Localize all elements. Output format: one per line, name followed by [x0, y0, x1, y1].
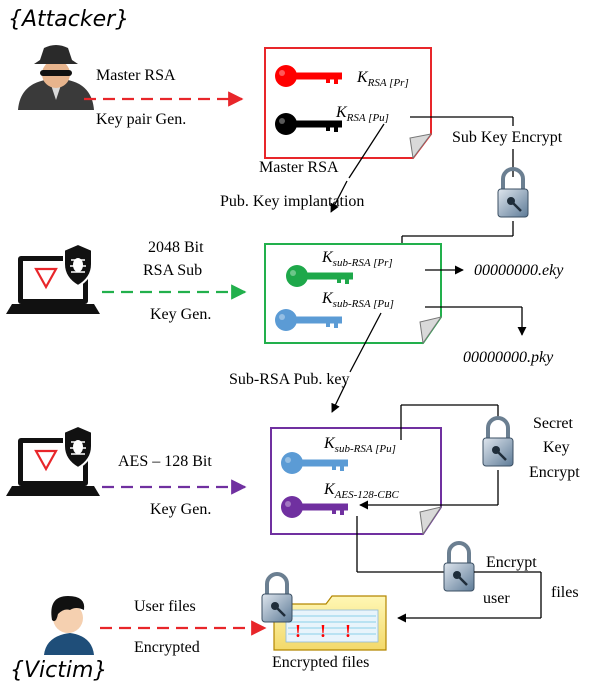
victim-text-2: Encrypted [134, 639, 200, 656]
master-rsa-gen-text-2: Key pair Gen. [96, 111, 186, 128]
master-private-key-label: KRSA [Pr] [356, 69, 409, 89]
encrypt-text-1: Encrypt [486, 554, 537, 571]
master-rsa-gen-text-1: Master RSA [96, 67, 176, 84]
master-rsa-impl-text-2: Pub. Key implantation [220, 193, 364, 210]
sub-key-encrypt-label: Sub Key Encrypt [452, 129, 563, 146]
victim-icon [44, 596, 94, 655]
sub-gen-text-3: Key Gen. [150, 306, 211, 323]
svg-text:!: ! [320, 621, 326, 641]
aes-gen-text-1: AES – 128 Bit [118, 453, 212, 470]
master-rsa-impl-text-1: Master RSA [259, 159, 339, 176]
master-key-box [264, 47, 432, 159]
sub-gen-text-2: RSA Sub [143, 262, 202, 279]
encrypted-files-icon: ! ! ! [273, 595, 387, 651]
aes-gen-text-2: Key Gen. [150, 501, 211, 518]
eky-file-label: 00000000.eky [474, 262, 564, 279]
encrypt-lock-icon [442, 541, 476, 593]
implantation-arrow [330, 180, 348, 213]
svg-text:!: ! [345, 621, 351, 641]
sub-public-key-label: Ksub-RSA [Pu] [321, 290, 394, 310]
attacker-label: {Attacker} [8, 7, 129, 32]
secret-text-3: Encrypt [529, 464, 580, 481]
aes-key-label: KAES-128-CBC [323, 481, 399, 501]
sub-rsa-pub-arrow [331, 382, 347, 413]
svg-text:!: ! [295, 621, 301, 641]
master-box-fold [409, 133, 433, 160]
master-public-key-label: KRSA [Pu] [335, 104, 389, 124]
encrypt-text-2: user [483, 590, 510, 607]
secret-key-lock-icon [481, 416, 515, 468]
sub-private-key-label: Ksub-RSA [Pr] [321, 249, 393, 269]
attacker-icon [18, 45, 94, 110]
aes-sub-public-key-label: Ksub-RSA [Pu] [323, 435, 396, 455]
encrypt-text-3: files [551, 584, 579, 601]
victim-label: {Victim} [10, 658, 107, 683]
pky-file-label: 00000000.pky [463, 349, 554, 366]
secret-text-2: Key [543, 439, 570, 456]
laptop-icon-aes [4, 424, 102, 498]
victim-text-1: User files [134, 598, 196, 615]
laptop-icon-sub [4, 242, 102, 316]
sub-rsa-pub-label: Sub-RSA Pub. key [229, 371, 349, 388]
sub-gen-text-1: 2048 Bit [148, 239, 204, 256]
encrypted-files-label: Encrypted files [272, 654, 369, 671]
folder-lock-icon [260, 572, 294, 624]
secret-text-1: Secret [533, 415, 574, 432]
